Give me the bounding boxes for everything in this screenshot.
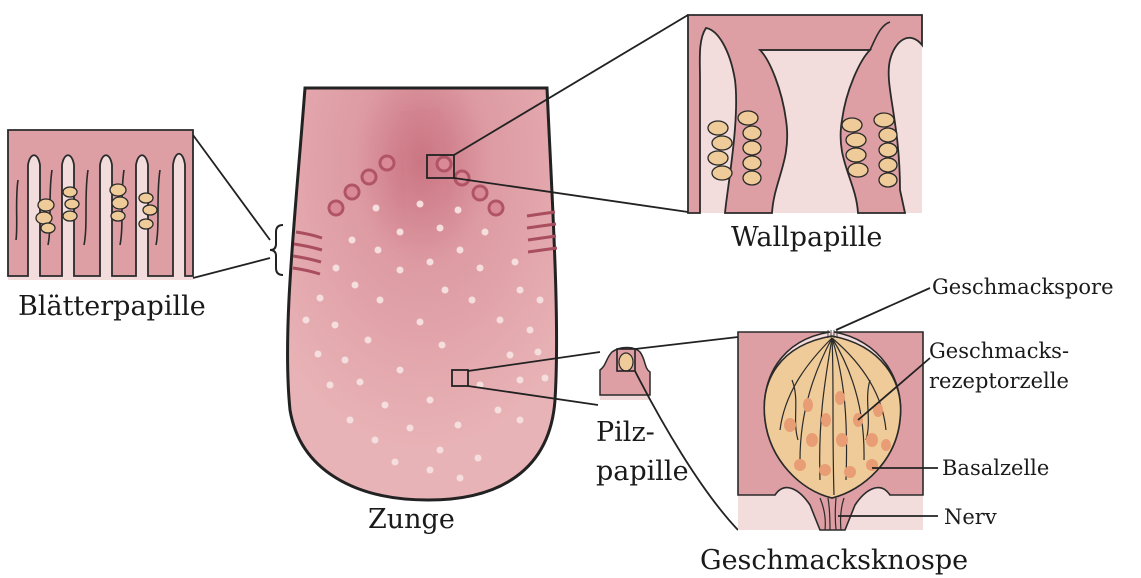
taste-bud-label: Geschmacksknospe xyxy=(700,545,968,576)
fungiform-label-line1: Pilz- xyxy=(596,417,655,448)
receptor-cell-label-line2: rezeptorzelle xyxy=(929,369,1069,393)
nerve-label: Nerv xyxy=(944,505,997,529)
taste-pore-label: Geschmackspore xyxy=(932,275,1114,299)
basal-cell-label: Basalzelle xyxy=(942,456,1049,480)
fungiform-papilla-small xyxy=(599,348,650,401)
circumvallate-label: Wallpapille xyxy=(731,222,882,253)
tongue-label: Zunge xyxy=(368,504,455,535)
receptor-cell-label-line1: Geschmacks- xyxy=(929,339,1069,363)
foliate-papilla-inset xyxy=(8,130,193,280)
circumvallate-papilla-inset xyxy=(688,15,922,213)
tongue xyxy=(288,88,557,500)
foliate-leader-lines xyxy=(193,135,270,278)
taste-bud-inset xyxy=(738,330,923,530)
fungiform-label-line2: papille xyxy=(596,456,689,487)
foliate-label: Blätterpapille xyxy=(18,291,206,322)
foliate-bracket xyxy=(270,225,283,275)
